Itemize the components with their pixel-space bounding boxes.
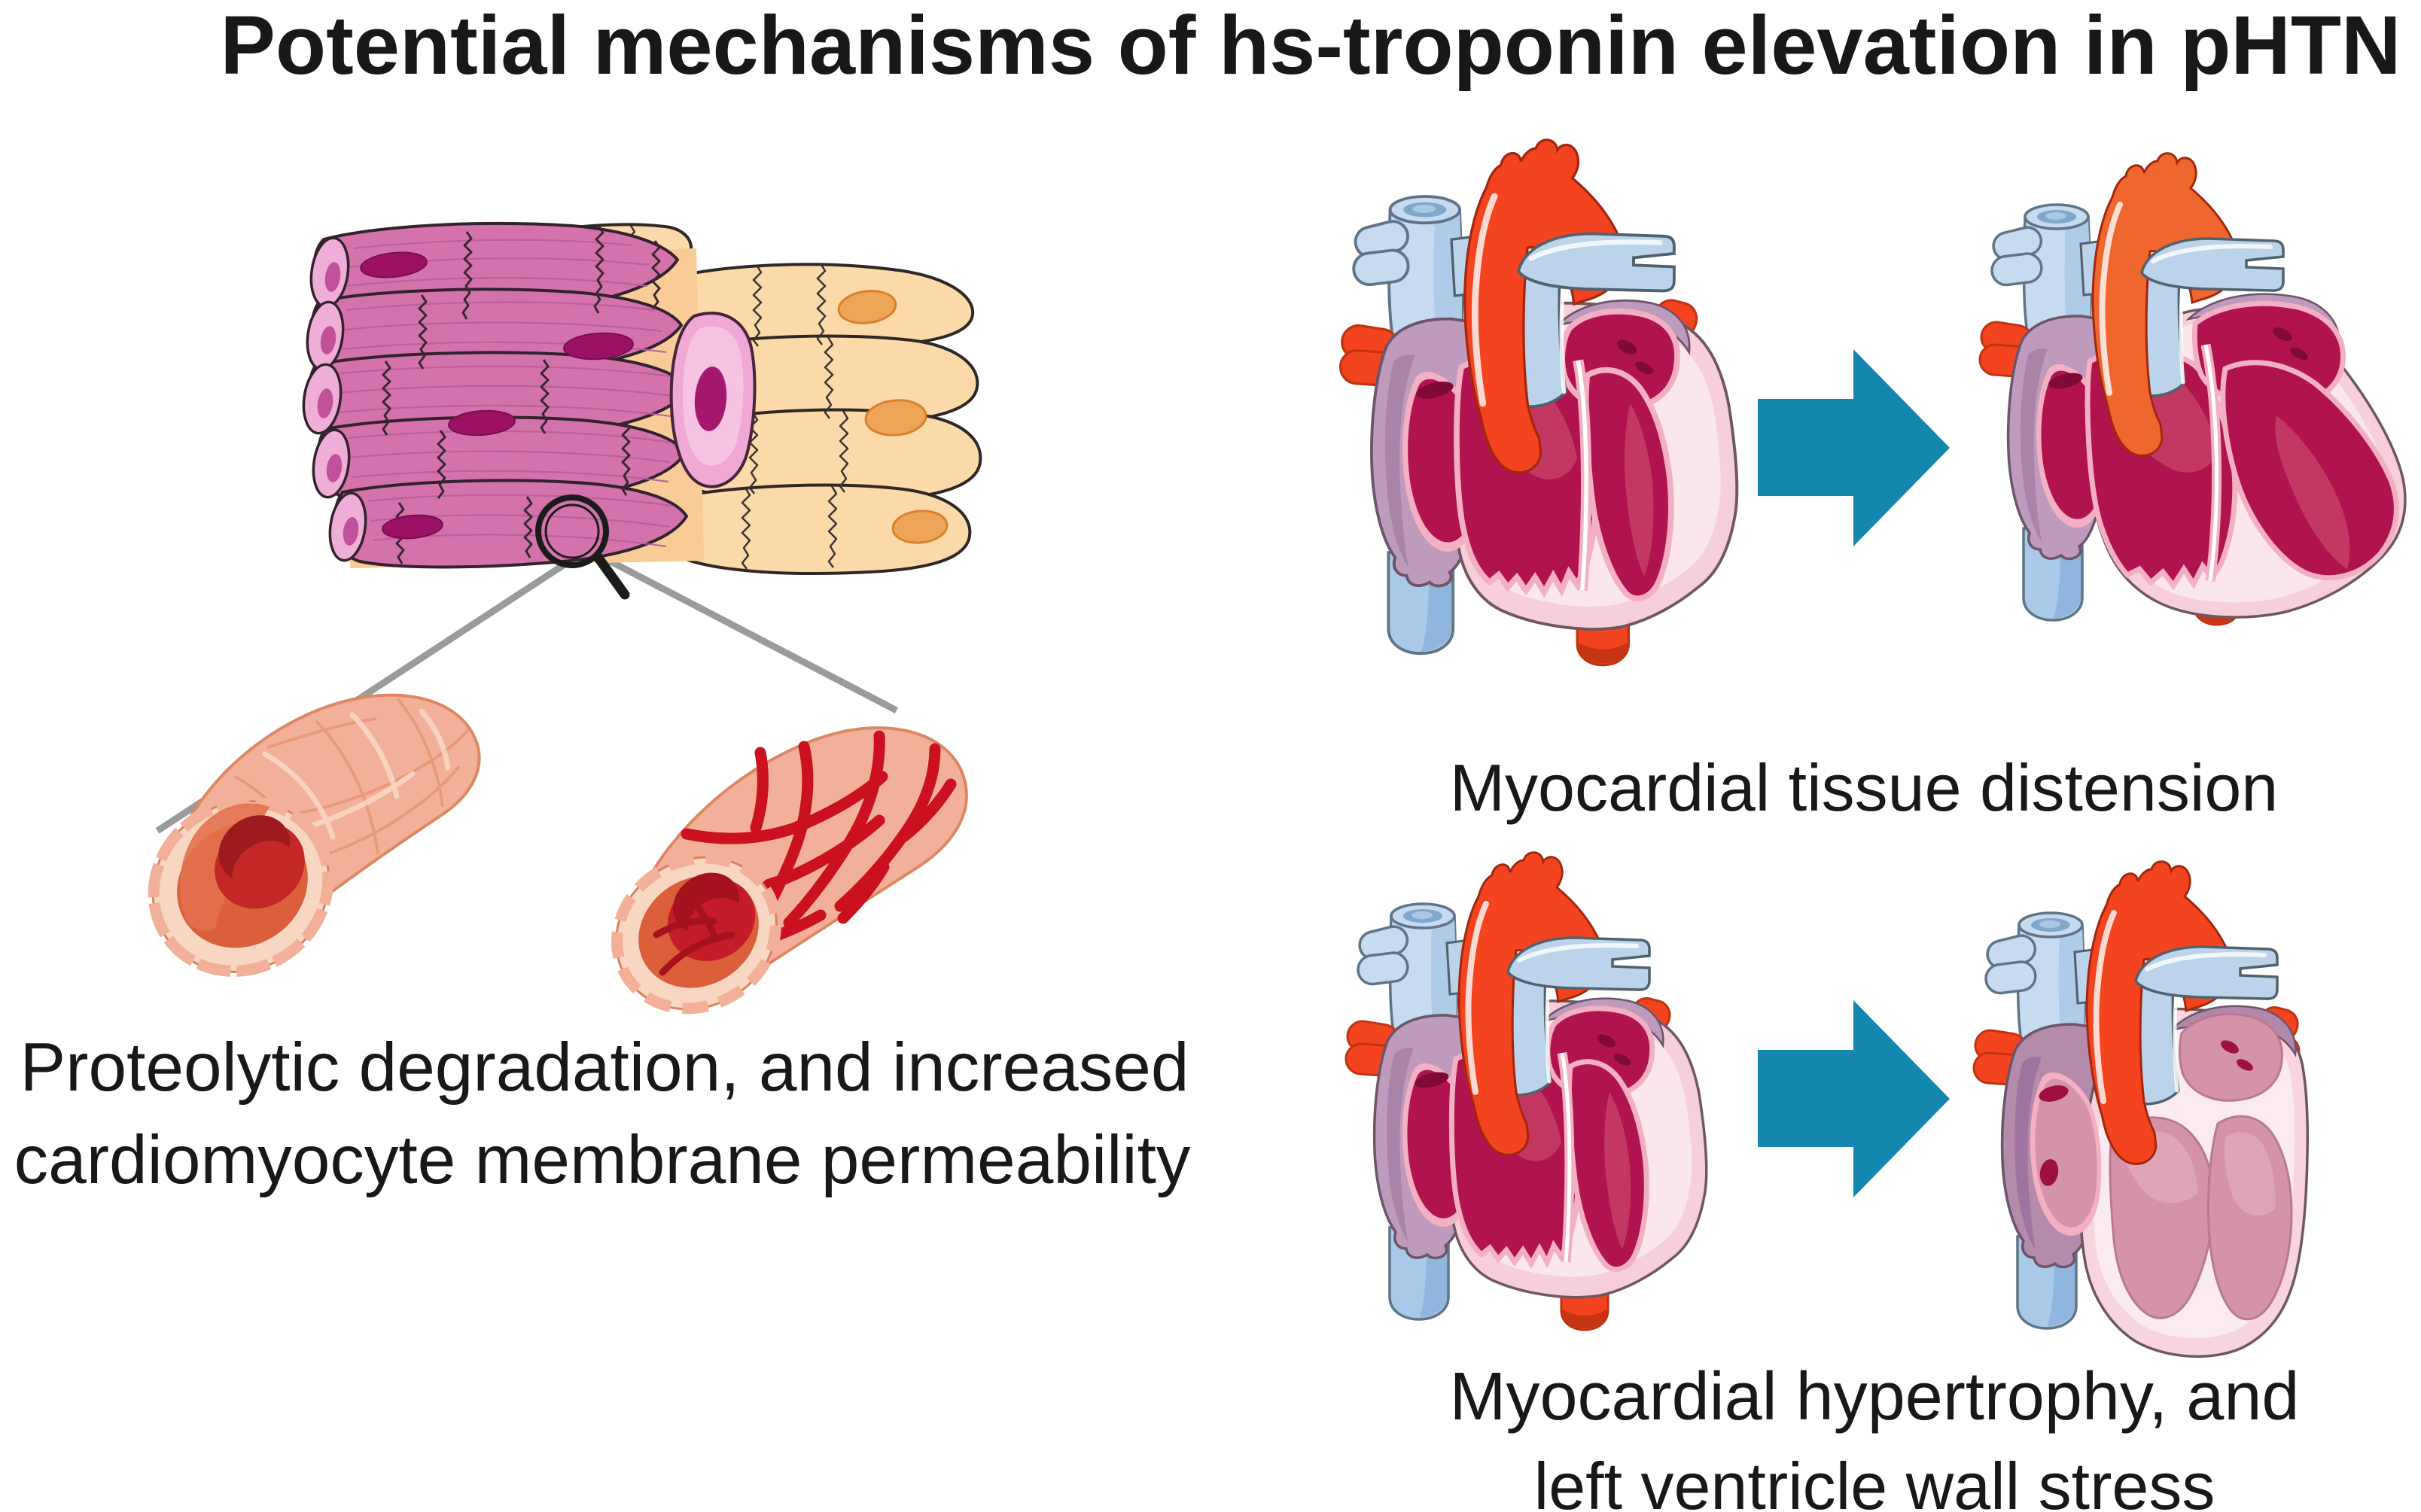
svg-text:Myocardial hypertrophy, and: Myocardial hypertrophy, and [1450,1359,2300,1434]
svg-text:cardiomyocyte membrane permeab: cardiomyocyte membrane permeability [14,1122,1191,1198]
svg-text:Proteolytic degradation, and i: Proteolytic degradation, and increased [20,1030,1189,1106]
svg-text:left ventricle wall stress: left ventricle wall stress [1534,1449,2215,1512]
svg-text:Myocardial tissue distension: Myocardial tissue distension [1450,750,2279,825]
svg-text:Potential mechanisms of hs-tro: Potential mechanisms of hs-troponin elev… [221,0,2401,92]
